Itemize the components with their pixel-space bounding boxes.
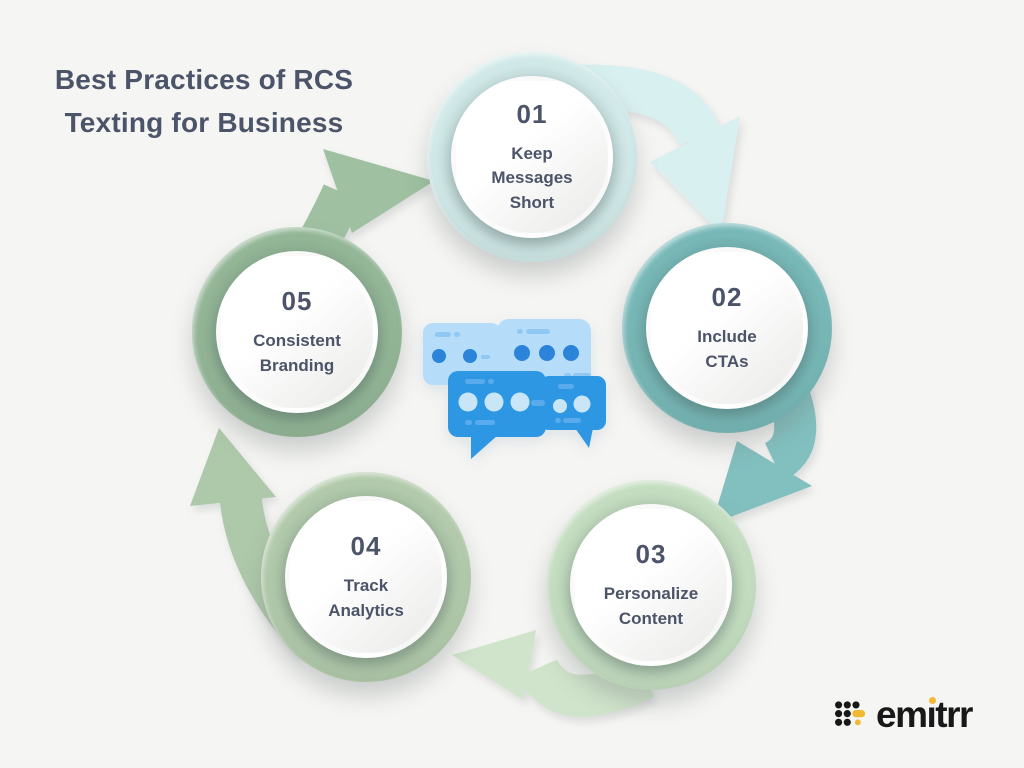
step-circle-01: 01 Keep Messages Short [427, 52, 637, 262]
step-content-01: 01 Keep Messages Short [451, 76, 613, 238]
wordmark-part1: em [876, 694, 928, 735]
step-content-04: 04 Track Analytics [285, 496, 447, 658]
logo-mark-yellow-dots [852, 709, 866, 725]
step-circle-02: 02 Include CTAs [622, 223, 832, 433]
step-ring-04: 04 Track Analytics [261, 472, 471, 682]
step-ring-02: 02 Include CTAs [622, 223, 832, 433]
step-circle-04: 04 Track Analytics [261, 472, 471, 682]
chat-dark-bubble-dots [458, 392, 591, 413]
step-number: 02 [711, 281, 743, 312]
chat-dark-bubbles [448, 371, 606, 459]
step-number: 04 [350, 530, 382, 561]
emitrr-logo-mark-icon [835, 700, 866, 726]
step-number: 01 [516, 98, 548, 129]
step-content-02: 02 Include CTAs [646, 247, 808, 409]
step-content-03: 03 Personalize Content [570, 504, 732, 666]
page-title-line1: Best Practices of RCS [54, 64, 354, 95]
page-title-line2: Texting for Business [64, 107, 344, 139]
step-ring-03: 03 Personalize Content [546, 480, 756, 690]
step-label: Track Analytics [328, 575, 404, 620]
chat-dark-bubble-dashes [465, 379, 581, 425]
step-content-05: 05 Consistent Branding [216, 251, 378, 413]
chat-light-bubble-dots [432, 345, 579, 363]
page-title: Best Practices of RCS Texting for Busine… [38, 58, 370, 145]
step-ring-05: 05 Consistent Branding [192, 227, 402, 437]
step-label: Consistent Branding [253, 330, 341, 375]
wordmark-letter-i: ı [926, 694, 936, 735]
step-ring-01: 01 Keep Messages Short [427, 52, 637, 262]
step-number: 05 [281, 285, 313, 316]
chat-bubbles-icon [423, 319, 606, 459]
step-label: Personalize Content [603, 583, 699, 628]
wordmark-part3: trr [935, 694, 973, 735]
step-label: Include CTAs [697, 326, 757, 371]
step-number: 03 [635, 538, 667, 569]
logo-i-dot [928, 697, 936, 704]
step-label: Keep Messages Short [491, 143, 573, 212]
logo-mark-black-dots [835, 700, 860, 726]
step-circle-03: 03 Personalize Content [546, 480, 756, 690]
step-circle-05: 05 Consistent Branding [192, 227, 402, 437]
